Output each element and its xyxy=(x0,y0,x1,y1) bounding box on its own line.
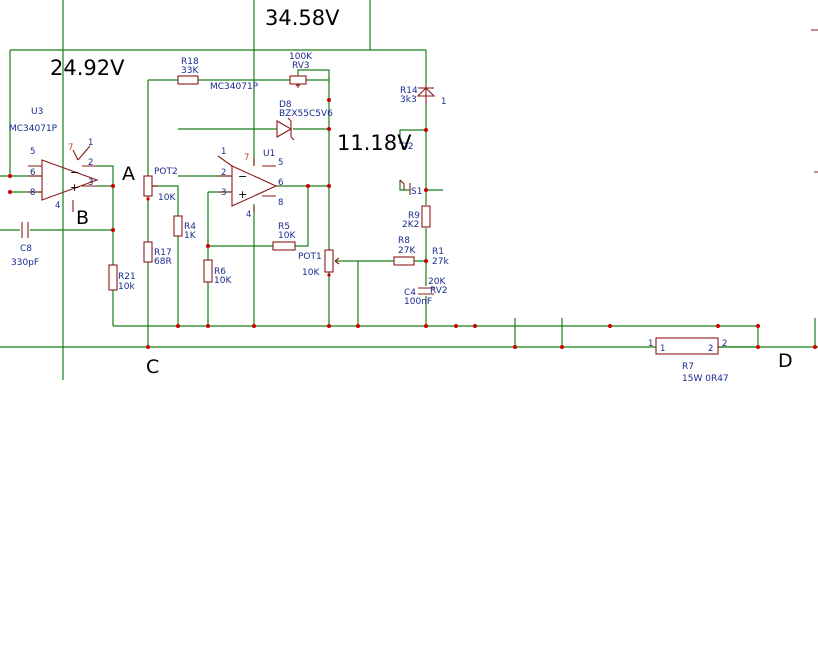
rv3-ref: RV3 xyxy=(292,61,310,71)
r17-ref: R17 xyxy=(154,248,172,258)
r5-ref: R5 xyxy=(278,222,290,232)
u3-pin5: 5 xyxy=(30,147,35,157)
u1-pin1: 1 xyxy=(221,147,226,157)
u3-plus: + xyxy=(70,181,79,194)
r9-val: 2K2 xyxy=(402,220,419,230)
pot1-val: 10K xyxy=(302,268,320,278)
r14-ref: R14 xyxy=(400,86,418,96)
u1-minus: − xyxy=(238,170,247,183)
opamp-u3: U3 MC34071P 5 6 8 7 1 2 3 4 − + xyxy=(9,107,99,212)
capacitor-c8: C8 330pF xyxy=(11,222,39,268)
u3-pin3: 3 xyxy=(88,178,93,188)
r9-ref: R9 xyxy=(408,211,420,221)
u1-pin7: 7 xyxy=(244,153,249,163)
voltage-label-24v: 24.92V xyxy=(50,56,125,80)
c4-ref: C4 xyxy=(404,288,416,298)
rv3-val: 100K xyxy=(289,52,313,62)
r4-val: 1K xyxy=(184,231,197,241)
voltage-label-11v: 11.18V xyxy=(337,131,412,155)
u1-pin8: 8 xyxy=(278,198,283,208)
c8-val: 330pF xyxy=(11,258,39,268)
r1-ref: R1 xyxy=(432,247,444,257)
diode-r14: R14 3k3 1 xyxy=(400,85,446,107)
r21-val: 10k xyxy=(118,282,135,292)
resistor-r6: R6 10K xyxy=(203,259,232,286)
d2-ref: D2 xyxy=(401,142,414,152)
u3-pin2: 2 xyxy=(88,158,93,168)
marker-b: B xyxy=(76,207,89,229)
r7-ref: R7 xyxy=(682,362,694,372)
r1-val: 27k xyxy=(432,257,449,267)
u3-pin8: 8 xyxy=(30,188,35,198)
u1-plus: + xyxy=(238,188,247,201)
r8-val: 27K xyxy=(398,246,416,256)
marker-d: D xyxy=(778,350,793,372)
u1-pin6: 6 xyxy=(278,178,283,188)
junction-dots xyxy=(8,98,817,349)
pot2-ref: POT2 xyxy=(154,167,178,177)
zener-d8: D8 BZX55C5V6 xyxy=(276,100,333,141)
c8-ref: C8 xyxy=(20,244,32,254)
u3-pin1: 1 xyxy=(88,138,93,148)
voltage-label-34v: 34.58V xyxy=(265,6,340,30)
u3-part: MC34071P xyxy=(9,124,58,134)
u1-pin3: 3 xyxy=(221,188,226,198)
capacitor-c4: C4 100nF xyxy=(404,287,434,307)
potentiometer-pot2: POT2 10K xyxy=(143,167,178,203)
u3-pin7: 7 xyxy=(68,143,73,153)
pot2-val: 10K xyxy=(158,193,176,203)
d8-part: BZX55C5V6 xyxy=(279,109,333,119)
r4-ref: R4 xyxy=(184,222,196,232)
resistor-r21: R21 10k xyxy=(108,264,136,292)
u3-ref: U3 xyxy=(31,107,43,117)
u1-pin4: 4 xyxy=(246,210,251,220)
marker-c: C xyxy=(146,356,159,378)
potentiometer-pot1: POT1 10K xyxy=(298,249,340,278)
u3-pin6: 6 xyxy=(30,168,35,178)
resistor-r9: R9 2K2 xyxy=(402,205,431,230)
rv2-ref: RV2 xyxy=(430,286,448,296)
u3-minus: − xyxy=(70,166,79,179)
wires xyxy=(0,0,818,380)
resistor-r4: R4 1K xyxy=(173,215,197,241)
r7-pin1: 1 xyxy=(648,339,653,349)
u1-pin5: 5 xyxy=(278,158,283,168)
r21-ref: R21 xyxy=(118,272,136,282)
c4-val: 100nF xyxy=(404,297,432,307)
r17-val: 68R xyxy=(154,257,172,267)
trimmer-rv3: 100K RV3 xyxy=(289,52,313,88)
resistor-r8: R8 27K xyxy=(393,236,416,266)
r7-val: 15W 0R47 xyxy=(682,374,729,384)
r7-pin2: 2 xyxy=(722,339,727,349)
r18-ref: R18 xyxy=(181,57,199,67)
r18-val: 33K xyxy=(181,66,199,76)
r5-val: 10K xyxy=(278,231,296,241)
u1-part: MC34071P xyxy=(210,82,259,92)
s1-ref: S1 xyxy=(411,187,422,197)
resistor-r5: R5 10K xyxy=(272,222,296,251)
pot1-ref: POT1 xyxy=(298,252,322,262)
resistor-r7: 1 1 2 2 R7 15W 0R47 xyxy=(648,337,729,384)
r8-ref: R8 xyxy=(398,236,410,246)
rv2-val: 20K xyxy=(428,277,446,287)
resistor-r18: R18 33K xyxy=(177,57,199,85)
r7-pin1-inner: 1 xyxy=(660,344,665,354)
u1-ref: U1 xyxy=(263,149,275,159)
marker-a: A xyxy=(122,163,135,185)
r14-pin: 1 xyxy=(441,97,446,107)
r7-pin2-inner: 2 xyxy=(708,344,713,354)
d8-ref: D8 xyxy=(279,100,292,110)
u3-pin4: 4 xyxy=(55,201,60,211)
switch-s1: S1 xyxy=(399,179,422,197)
u1-pin2: 2 xyxy=(221,168,226,178)
resistor-r17: R17 68R xyxy=(143,241,172,267)
r6-val: 10K xyxy=(214,276,232,286)
r14-val: 3k3 xyxy=(400,95,417,105)
r6-ref: R6 xyxy=(214,267,226,277)
edge-marks xyxy=(811,29,818,173)
opamp-u1: U1 1 2 3 7 5 6 8 4 − + xyxy=(217,147,283,220)
